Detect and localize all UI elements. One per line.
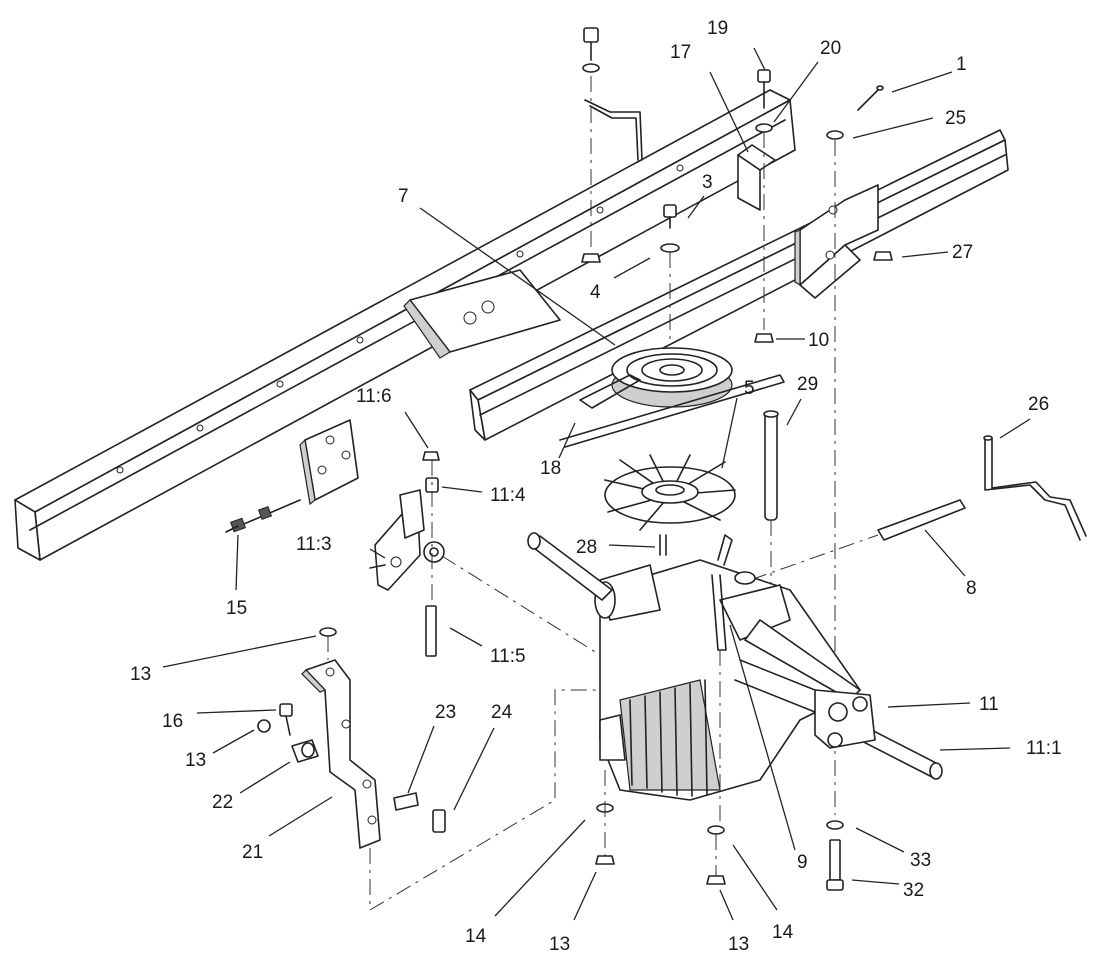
callout-labels: 1 3 4 5 7 8 9 10 11 11:1 11:3 11:4 11:5 …	[130, 18, 1062, 955]
callout-11-5: 11:5	[490, 646, 526, 667]
callout-10: 10	[808, 330, 829, 351]
callout-13-c: 13	[549, 934, 570, 955]
mount-bracket-21	[301, 659, 381, 849]
callout-11-6: 11:6	[356, 386, 392, 407]
callout-11-3: 11:3	[296, 534, 332, 555]
callout-22: 22	[212, 792, 233, 813]
washer-13-upper	[319, 627, 337, 660]
callout-11-4: 11:4	[490, 485, 526, 506]
callout-13-a: 13	[130, 664, 151, 685]
shift-arm-9	[711, 534, 733, 825]
nut-11-6	[422, 451, 440, 600]
mount-plate-15	[299, 419, 359, 506]
control-rod-26	[983, 435, 1087, 541]
callout-11: 11	[979, 694, 999, 715]
nut-10	[754, 333, 774, 343]
callout-27: 27	[952, 242, 973, 263]
pin-1	[857, 85, 884, 111]
callout-20: 20	[820, 38, 841, 59]
callout-19: 19	[707, 18, 728, 39]
callout-7: 7	[398, 186, 409, 207]
washer-33	[826, 820, 844, 830]
mount-bracket-27	[794, 184, 879, 299]
bolt-19	[757, 69, 771, 109]
nut-13-left	[595, 855, 615, 865]
link-arm-8	[721, 499, 966, 591]
frame-rail-left	[14, 89, 796, 561]
callout-5: 5	[744, 378, 755, 399]
callout-33: 33	[910, 850, 931, 871]
belt-guide-18	[559, 374, 785, 448]
bolt-3	[663, 204, 677, 229]
bypass-bracket-11-3	[369, 489, 641, 681]
spacer-22	[291, 739, 319, 763]
callout-3: 3	[702, 172, 713, 193]
callout-1: 1	[956, 54, 967, 75]
callout-23: 23	[435, 702, 456, 723]
washer-20	[755, 123, 773, 330]
callout-14-a: 14	[465, 926, 487, 947]
brake-bracket-17	[737, 144, 776, 211]
brake-rod	[584, 99, 643, 161]
callout-26: 26	[1028, 394, 1049, 415]
callout-8: 8	[966, 578, 977, 599]
transaxle-housing	[594, 559, 861, 801]
callout-28: 28	[576, 537, 597, 558]
callout-32: 32	[903, 880, 924, 901]
bolt-11-5	[425, 605, 437, 657]
callout-24: 24	[491, 702, 513, 723]
bolt-16	[279, 703, 293, 736]
callout-9: 9	[797, 852, 808, 873]
assembly-guide-lines	[369, 689, 717, 911]
spring-rod-29	[763, 410, 779, 590]
bolt-top-left	[581, 27, 601, 263]
callout-18: 18	[540, 458, 561, 479]
bolt-24	[432, 809, 446, 833]
callout-29: 29	[797, 374, 818, 395]
axle-shaft-left	[527, 532, 613, 601]
callout-13-d: 13	[728, 934, 749, 955]
spring-15	[225, 499, 301, 533]
callout-21: 21	[242, 842, 263, 863]
cooling-fan-5	[604, 454, 736, 531]
callout-16: 16	[162, 711, 183, 732]
pulley-7	[611, 347, 733, 408]
callout-14-b: 14	[772, 922, 794, 943]
callout-4: 4	[590, 282, 601, 303]
callout-13-b: 13	[185, 750, 206, 771]
fan-pin-28	[659, 534, 667, 556]
callout-11-1: 11:1	[1026, 738, 1062, 759]
washer-14-right	[707, 825, 725, 835]
bolt-32	[826, 839, 844, 891]
washer-4	[660, 243, 680, 345]
brake-assembly-11	[814, 689, 876, 749]
callout-15: 15	[226, 598, 247, 619]
bolt-23	[393, 792, 419, 811]
leader-lines	[162, 47, 1031, 921]
washer-13-mid	[257, 719, 271, 733]
nut-27	[873, 251, 893, 261]
callout-25: 25	[945, 108, 966, 129]
nut-13-right	[706, 875, 726, 885]
callout-17: 17	[670, 42, 691, 63]
cross-member	[403, 269, 561, 359]
